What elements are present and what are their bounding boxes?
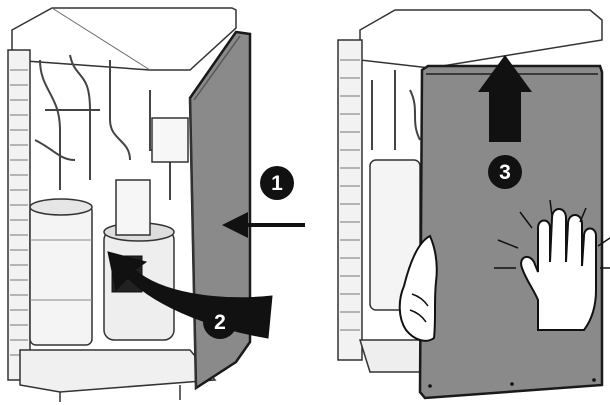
unit-top-lid-right — [360, 10, 602, 68]
unit-side-grille — [8, 50, 30, 380]
unit-top-lid — [12, 8, 236, 70]
internal-pipework — [35, 55, 170, 200]
accumulator-cylinder — [30, 199, 92, 345]
step-3-badge: 3 — [488, 155, 522, 189]
unit-side-grille-right — [338, 40, 362, 360]
step-1-label: 1 — [271, 172, 283, 195]
step-1-badge: 1 — [260, 166, 294, 200]
control-box — [152, 118, 188, 162]
unit-base — [20, 350, 215, 392]
step-2-badge: 2 — [203, 305, 237, 339]
right-illustration — [338, 10, 602, 398]
step-3-label: 3 — [499, 161, 511, 184]
left-illustration — [8, 8, 250, 402]
step-2-label: 2 — [214, 311, 226, 334]
